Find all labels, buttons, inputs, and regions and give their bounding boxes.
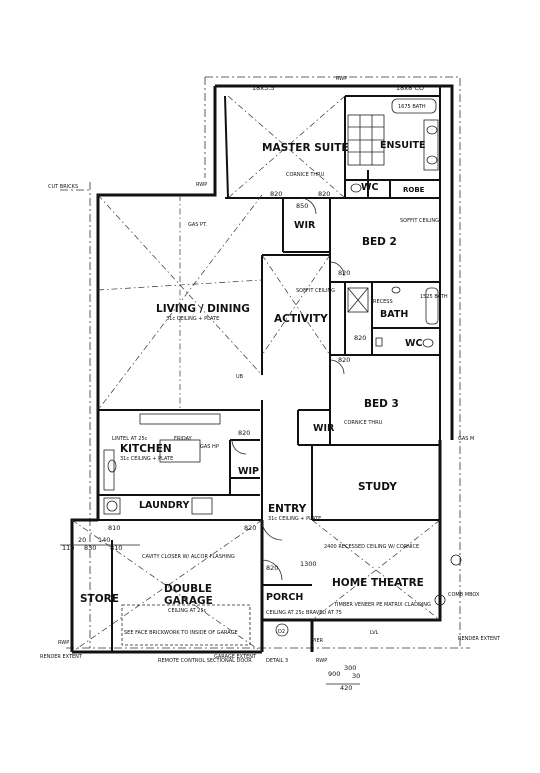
room-living-dining: LIVING / DINING bbox=[156, 303, 250, 315]
room-bath: BATH bbox=[380, 309, 408, 320]
note-rwp-garage: RWP bbox=[58, 640, 69, 646]
note-pier: PIER bbox=[312, 638, 324, 644]
note-gas-hp: GAS HP bbox=[200, 444, 219, 450]
room-study: STUDY bbox=[358, 481, 397, 493]
room-entry: ENTRY bbox=[268, 503, 307, 515]
dim-110: 110 bbox=[62, 544, 74, 552]
dim-20: 20 bbox=[78, 536, 86, 544]
room-activity: ACTIVITY bbox=[274, 313, 328, 325]
room-home-theatre: HOME THEATRE bbox=[332, 577, 424, 589]
note-rwp-top: RWP bbox=[336, 76, 347, 82]
note-lvl: LVL bbox=[370, 630, 379, 636]
note-entry-ceiling: 31c CEILING + PLATE bbox=[268, 516, 321, 522]
note-cornice-thru-2: CORNICE THRU bbox=[344, 420, 383, 426]
dim-830: 830 bbox=[84, 544, 96, 552]
dim-820c: 820 bbox=[338, 269, 350, 277]
room-kitchen: KITCHEN bbox=[120, 443, 172, 455]
dim-300: 300 bbox=[344, 664, 356, 672]
note-lintel: LINTEL AT 25c bbox=[112, 436, 148, 442]
dim-820e: 820 bbox=[238, 429, 250, 437]
fixtures bbox=[103, 98, 462, 646]
room-laundry: LAUNDRY bbox=[139, 500, 189, 511]
room-robe: ROBE bbox=[403, 186, 425, 194]
dim-820h: 820 bbox=[266, 564, 278, 572]
note-bath-1525: 1525 BATH bbox=[420, 294, 448, 300]
note-cut-bricks: CUT BRICKS bbox=[48, 184, 78, 190]
note-remote-door: REMOTE CONTROL SECTIONAL DOOR bbox=[158, 658, 252, 664]
ceiling-lines bbox=[71, 95, 441, 653]
dim-850: 850 bbox=[296, 202, 308, 210]
room-ensuite: ENSUITE bbox=[380, 140, 426, 151]
room-labels: MASTER SUITE ENSUITE WC ROBE WIR BED 2 L… bbox=[80, 140, 426, 607]
room-master-suite: MASTER SUITE bbox=[262, 142, 349, 154]
note-gas-pt: GAS PT. bbox=[188, 222, 208, 228]
dimensions: 18x3.5 18x8 CO 820 820 850 820 820 820 8… bbox=[60, 84, 424, 692]
dim-820a: 820 bbox=[270, 190, 282, 198]
note-living-ceiling: 31c CEILING + PLATE bbox=[166, 316, 219, 322]
note-brickwork: SEE FACE BRICKWORK TO INSIDE OF GARAGE bbox=[124, 630, 238, 636]
note-d2: D2 bbox=[278, 629, 285, 635]
dim-top-a: 18x3.5 bbox=[252, 84, 274, 92]
note-ub: UB bbox=[236, 374, 244, 380]
dim-900: 900 bbox=[328, 670, 340, 678]
note-rwp-left: RWP bbox=[196, 182, 207, 188]
room-wir: WIR bbox=[313, 423, 335, 434]
dim-1300: 1300 bbox=[300, 560, 317, 568]
note-friday: FRIDAY bbox=[174, 436, 193, 442]
room-garage-line1: DOUBLE bbox=[164, 583, 212, 595]
note-porch-ceiling: CEILING AT 25c BRAVED AT 75 bbox=[266, 610, 342, 616]
room-wir-master: WIR bbox=[294, 220, 316, 231]
room-bed3: BED 3 bbox=[364, 398, 399, 410]
note-soffit-ceiling-2: SOFFIT CEILING bbox=[296, 288, 335, 294]
dim-820f: 820 bbox=[244, 524, 256, 532]
note-comb-meter: COMB MBOX bbox=[448, 592, 480, 598]
note-rwp-bottom: RWP bbox=[316, 658, 327, 664]
note-timber: TIMBER VENEER PE MATRIX CLADDING bbox=[333, 602, 431, 608]
dim-top-b: 18x8 CO bbox=[396, 84, 424, 92]
room-porch: PORCH bbox=[266, 592, 303, 603]
room-wc: WC bbox=[405, 338, 422, 349]
dim-810b: 810 bbox=[110, 544, 122, 552]
dim-820d: 820 bbox=[338, 356, 350, 364]
note-kitchen-ceiling: 31c CEILING + PLATE bbox=[120, 456, 173, 462]
room-wc-ensuite: WC bbox=[361, 182, 378, 193]
room-store: STORE bbox=[80, 593, 119, 605]
note-gas-meter: GAS M bbox=[458, 436, 474, 442]
note-garage-ceiling: CEILING AT 25c bbox=[168, 608, 207, 614]
annotations: 1675 BATH CORNICE THRU GAS PT. SOFFIT CE… bbox=[40, 76, 501, 664]
room-bed2: BED 2 bbox=[362, 236, 397, 248]
note-render-left: RENDER EXTENT bbox=[40, 654, 83, 660]
note-recessed-ceiling: 2400 RECESSED CEILING W/ CORNICE bbox=[324, 544, 419, 550]
room-wip: WIP bbox=[238, 466, 259, 477]
dim-820b: 820 bbox=[318, 190, 330, 198]
dim-140: 140 bbox=[98, 536, 110, 544]
dim-820g: 820 bbox=[354, 334, 366, 342]
lot-boundary bbox=[60, 76, 470, 649]
room-garage-line2: GARAGE bbox=[164, 595, 213, 607]
interior-walls bbox=[98, 95, 440, 652]
dim-420: 420 bbox=[340, 684, 352, 692]
note-bath-1675: 1675 BATH bbox=[398, 104, 426, 110]
dim-30: 30 bbox=[352, 672, 360, 680]
note-detail: DETAIL 3 bbox=[266, 658, 288, 664]
note-garage-extent: GARAGE EXTENT bbox=[214, 654, 257, 660]
note-recess: RECESS bbox=[373, 299, 393, 305]
note-render-right: RENDER EXTENT bbox=[458, 636, 501, 642]
note-cornice-thru: CORNICE THRU bbox=[286, 172, 325, 178]
dim-810a: 810 bbox=[108, 524, 120, 532]
note-soffit-ceiling: SOFFIT CEILING bbox=[400, 218, 439, 224]
note-cavity-closer: CAVITY CLOSER W/ ALCOR FLASHING bbox=[142, 554, 235, 560]
